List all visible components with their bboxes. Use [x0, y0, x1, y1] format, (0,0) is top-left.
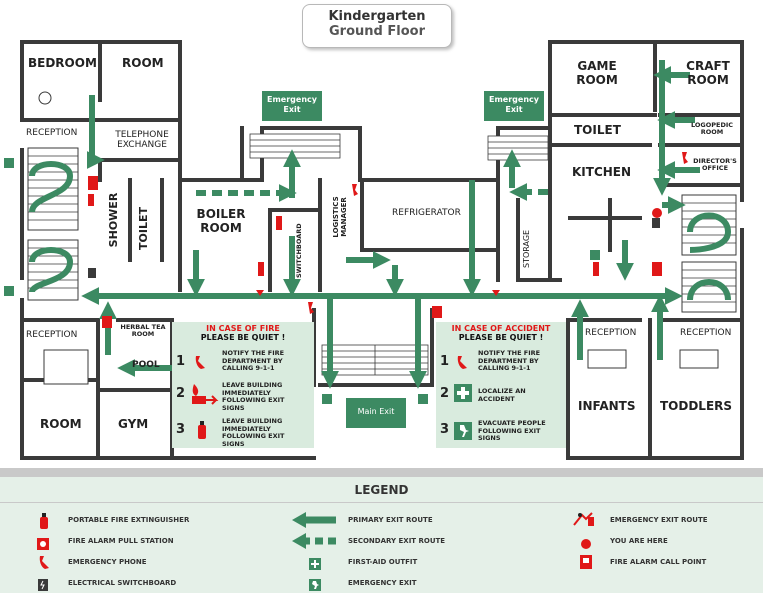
legend-secondary-route: SECONDARY EXIT ROUTE	[348, 537, 446, 545]
accident-step-1-text: NOTIFY THE FIRE DEPARTMENT BY CALLING 9-…	[478, 349, 541, 372]
room-pool: POOL	[132, 360, 160, 370]
call-point-icon	[580, 554, 592, 573]
phone-icon	[38, 554, 50, 573]
room-bedroom: BEDROOM	[28, 56, 97, 70]
room-reception-top-left: RECEPTION	[26, 128, 78, 138]
room-storage: STORAGE	[522, 229, 531, 268]
pull-station-icon	[37, 535, 49, 554]
legend-pull-station: FIRE ALARM PULL STATION	[68, 537, 174, 545]
room-herbal-tea: HERBAL TEA ROOM	[120, 323, 166, 339]
room-reception-bottom-left: RECEPTION	[26, 330, 78, 340]
room-boiler: BOILER ROOM	[196, 207, 246, 235]
legend-switchboard: ELECTRICAL SWITCHBOARD	[68, 579, 177, 587]
legend-rule	[0, 502, 763, 503]
primary-routes	[29, 60, 732, 389]
accident-instructions-panel: IN CASE OF ACCIDENT PLEASE BE QUIET ! 1 …	[436, 322, 566, 448]
legend-exit-route: EMERGENCY EXIT ROUTE	[610, 516, 708, 524]
main-exit: Main Exit	[346, 398, 406, 428]
emergency-exit-icon	[309, 576, 321, 595]
accident-step-2-text: LOCALIZE AN ACCIDENT	[478, 387, 526, 403]
secondary-route-arrow-icon	[292, 533, 336, 553]
fire-step-1-text: NOTIFY THE FIRE DEPARTMENT BY CALLING 9-…	[222, 349, 285, 372]
room-logopedic: LOGOPEDIC ROOM	[690, 121, 734, 137]
fire-panel-heading: IN CASE OF FIRE	[206, 324, 280, 333]
legend-emergency-exit: EMERGENCY EXIT	[348, 579, 417, 587]
room-game: GAME ROOM	[576, 59, 618, 87]
room-gym: GYM	[118, 417, 149, 431]
accident-step-3-text: EVACUATE PEOPLE FOLLOWING EXIT SIGNS	[478, 419, 546, 442]
legend-divider-bar	[0, 468, 763, 477]
room-infants: INFANTS	[578, 399, 636, 413]
fire-step-2-text: LEAVE BUILDING IMMEDIATELY FOLLOWING EXI…	[222, 381, 285, 412]
emergency-exit-icon	[454, 422, 472, 440]
plan-subtitle: Ground Floor	[329, 24, 425, 39]
plan-title-box: Kindergarten Ground Floor	[302, 4, 452, 48]
accident-step-3-number: 3	[440, 422, 450, 437]
legend-background	[0, 468, 763, 593]
fire-step-3-text: LEAVE BUILDING IMMEDIATELY FOLLOWING EXI…	[222, 417, 285, 448]
primary-route-arrow-icon	[292, 512, 336, 532]
fire-step-3-number: 3	[176, 422, 186, 437]
room-bottom-left: ROOM	[40, 417, 82, 431]
small-icons	[4, 158, 660, 404]
emergency-exit-route-icon	[572, 511, 598, 531]
room-telephone-exchange: TELEPHONE EXCHANGE	[115, 130, 169, 151]
fire-extinguisher-icon	[38, 512, 50, 534]
room-kitchen: KITCHEN	[572, 165, 632, 179]
room-reception-far-right: RECEPTION	[680, 328, 732, 338]
room-toddlers: TODDLERS	[660, 399, 733, 413]
floor-plan	[4, 40, 744, 460]
legend-first-aid: FIRST-AID OUTFIT	[348, 558, 418, 566]
room-toilet-left: TOILET	[137, 207, 150, 250]
room-refrigerator: REFRIGERATOR	[392, 208, 461, 218]
room-switchboard: SWITCHBOARD	[295, 223, 303, 278]
alarm-symbols	[88, 152, 688, 328]
room-craft: CRAFT ROOM	[686, 59, 730, 87]
exit-route-icon	[190, 382, 220, 406]
phone-icon	[194, 354, 206, 369]
room-directors-office: DIRECTOR'S OFFICE	[693, 157, 737, 173]
fire-step-2-number: 2	[176, 386, 186, 401]
fire-step-1-number: 1	[176, 354, 186, 369]
first-aid-icon	[309, 555, 321, 574]
fire-instructions-panel: IN CASE OF FIRE PLEASE BE QUIET ! 1 NOTI…	[172, 322, 314, 448]
accident-step-2-number: 2	[440, 386, 450, 401]
legend-primary-route: PRIMARY EXIT ROUTE	[348, 516, 433, 524]
legend-call-point: FIRE ALARM CALL POINT	[610, 558, 707, 566]
legend-you-are-here: YOU ARE HERE	[610, 537, 668, 545]
secondary-routes	[196, 183, 548, 202]
fire-panel-subheading: PLEASE BE QUIET !	[200, 333, 286, 342]
fire-extinguisher-icon	[196, 420, 208, 440]
emergency-exit-left: Emergency Exit	[262, 91, 322, 121]
accident-panel-heading: IN CASE OF ACCIDENT	[451, 324, 551, 333]
room-top-left: ROOM	[122, 56, 164, 70]
legend-phone: EMERGENCY PHONE	[68, 558, 147, 566]
legend-extinguisher: PORTABLE FIRE EXTINGUISHER	[68, 516, 190, 524]
plan-title: Kindergarten	[328, 9, 426, 24]
switchboard-icon	[38, 576, 48, 595]
room-reception-mid-right: RECEPTION	[585, 328, 637, 338]
sinks	[38, 91, 719, 385]
room-logistics-manager: LOGISTICS MANAGER	[332, 196, 349, 238]
room-toilet-right: TOILET	[574, 123, 621, 137]
first-aid-icon	[454, 384, 472, 402]
room-shower: SHOWER	[107, 192, 120, 248]
phone-icon	[456, 354, 468, 369]
you-are-here-icon	[580, 535, 592, 554]
walls	[20, 40, 744, 460]
accident-panel-subheading: PLEASE BE QUIET !	[458, 333, 544, 342]
emergency-exit-right: Emergency Exit	[484, 91, 544, 121]
accident-step-1-number: 1	[440, 354, 450, 369]
legend-title: LEGEND	[354, 483, 409, 497]
